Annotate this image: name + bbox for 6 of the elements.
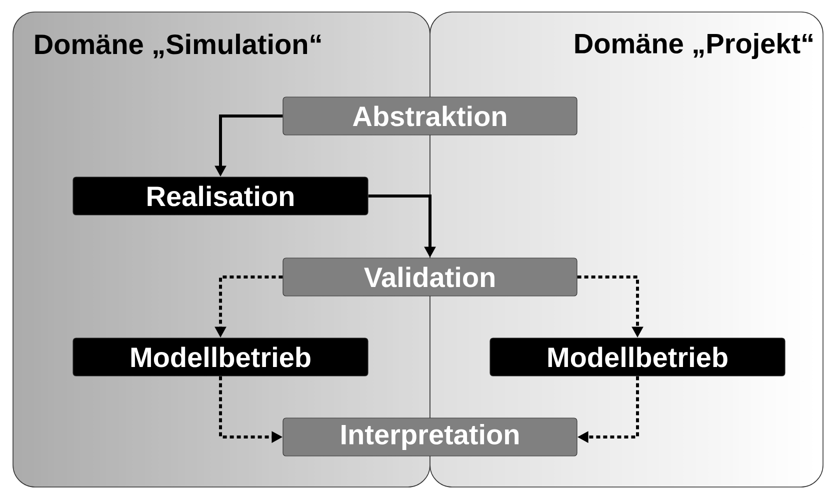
process-box: Realisation	[72, 176, 368, 216]
process-box: Abstraktion	[282, 96, 578, 136]
process-box: Interpretation	[282, 418, 578, 456]
process-box: Modellbetrieb	[490, 338, 786, 376]
process-box: Modellbetrieb	[72, 338, 368, 376]
process-box: Validation	[282, 258, 578, 296]
